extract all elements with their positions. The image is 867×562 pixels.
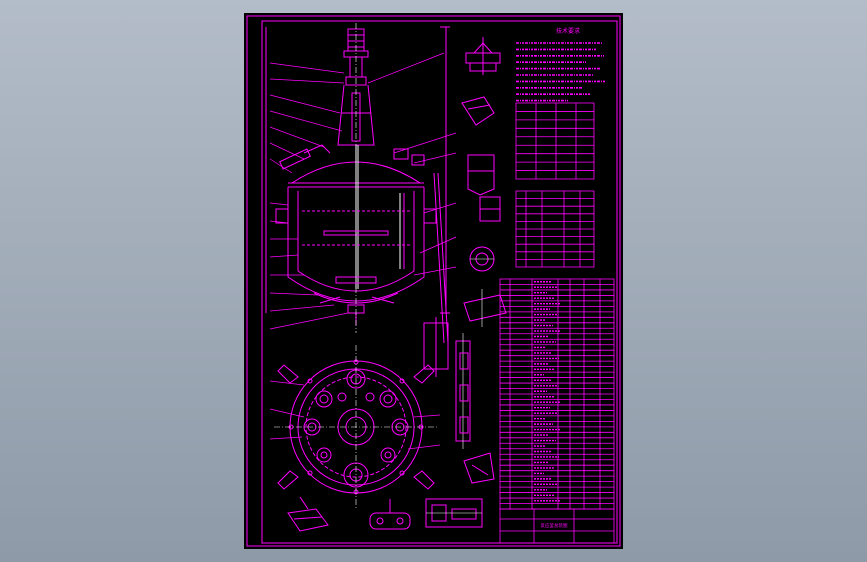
part-leaders-right: [367, 52, 457, 276]
plan-view: [269, 345, 441, 509]
technical-requirements: 技术要求: [516, 27, 606, 102]
title-block-name: 反应釜总装图: [541, 522, 568, 529]
detail-views-middle: [423, 37, 507, 484]
parts-list-table: [499, 278, 615, 510]
inner-frame: [261, 20, 618, 544]
tech-requirements-title: 技术要求: [556, 27, 580, 35]
title-block: 反应釜总装图: [499, 508, 615, 544]
design-data-table: [515, 102, 595, 180]
detail-views-bottom: [287, 496, 483, 532]
reactor-assembly-drawing: 技术要求: [246, 15, 621, 547]
vessel-elevation: [265, 23, 450, 344]
drawing-sheet: 技术要求: [244, 13, 623, 549]
part-leaders-left: [269, 62, 349, 330]
outer-border: [246, 15, 621, 547]
nozzle-table: [515, 190, 595, 268]
